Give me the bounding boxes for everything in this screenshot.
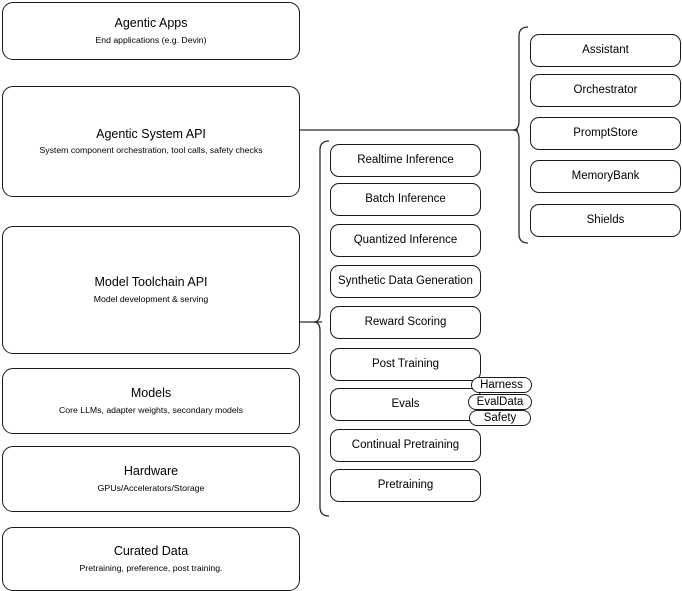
eval-badge-safety[interactable]: Safety	[469, 410, 531, 426]
layer-box-hardware[interactable]: Hardware GPUs/Accelerators/Storage	[2, 446, 300, 512]
layer-title: Curated Data	[113, 544, 189, 559]
layer-box-agentic-system-api[interactable]: Agentic System API System component orch…	[2, 86, 300, 197]
component-box-batch-inference[interactable]: Batch Inference	[330, 183, 481, 216]
layer-box-model-toolchain-api[interactable]: Model Toolchain API Model development & …	[2, 226, 300, 354]
layer-title: Hardware	[123, 464, 179, 479]
layer-subtitle: Model development & serving	[93, 293, 209, 304]
brace-agentic-system	[512, 26, 529, 244]
brace-model-toolchain	[313, 140, 330, 517]
component-box-quantized-inference[interactable]: Quantized Inference	[330, 224, 481, 257]
layer-title: Agentic Apps	[114, 16, 188, 31]
eval-badge-evaldata[interactable]: EvalData	[468, 394, 532, 410]
layer-subtitle: GPUs/Accelerators/Storage	[97, 482, 205, 493]
component-box-post-training[interactable]: Post Training	[330, 348, 481, 381]
eval-badge-harness[interactable]: Harness	[471, 377, 532, 393]
component-box-pretraining[interactable]: Pretraining	[330, 469, 481, 502]
layer-subtitle: System component orchestration, tool cal…	[39, 145, 263, 156]
component-box-synthetic-data-generation[interactable]: Synthetic Data Generation	[330, 265, 481, 298]
component-box-orchestrator[interactable]: Orchestrator	[530, 74, 681, 107]
layer-subtitle: Pretraining, preference, post training.	[79, 562, 223, 573]
component-box-promptstore[interactable]: PromptStore	[530, 117, 681, 150]
layer-box-models[interactable]: Models Core LLMs, adapter weights, secon…	[2, 368, 300, 434]
component-box-realtime-inference[interactable]: Realtime Inference	[330, 144, 481, 177]
layer-box-agentic-apps[interactable]: Agentic Apps End applications (e.g. Devi…	[2, 2, 300, 60]
component-box-assistant[interactable]: Assistant	[530, 34, 681, 67]
layer-title: Model Toolchain API	[94, 275, 208, 290]
component-box-evals[interactable]: Evals	[330, 388, 481, 421]
layer-title: Agentic System API	[96, 126, 206, 141]
component-box-shields[interactable]: Shields	[530, 204, 681, 237]
layer-subtitle: Core LLMs, adapter weights, secondary mo…	[59, 404, 243, 415]
component-box-memorybank[interactable]: MemoryBank	[530, 160, 681, 193]
layer-title: Models	[130, 386, 172, 401]
component-box-continual-pretraining[interactable]: Continual Pretraining	[330, 429, 481, 462]
layer-subtitle: End applications (e.g. Devin)	[95, 34, 207, 45]
component-box-reward-scoring[interactable]: Reward Scoring	[330, 306, 481, 339]
layer-box-curated-data[interactable]: Curated Data Pretraining, preference, po…	[2, 527, 300, 591]
